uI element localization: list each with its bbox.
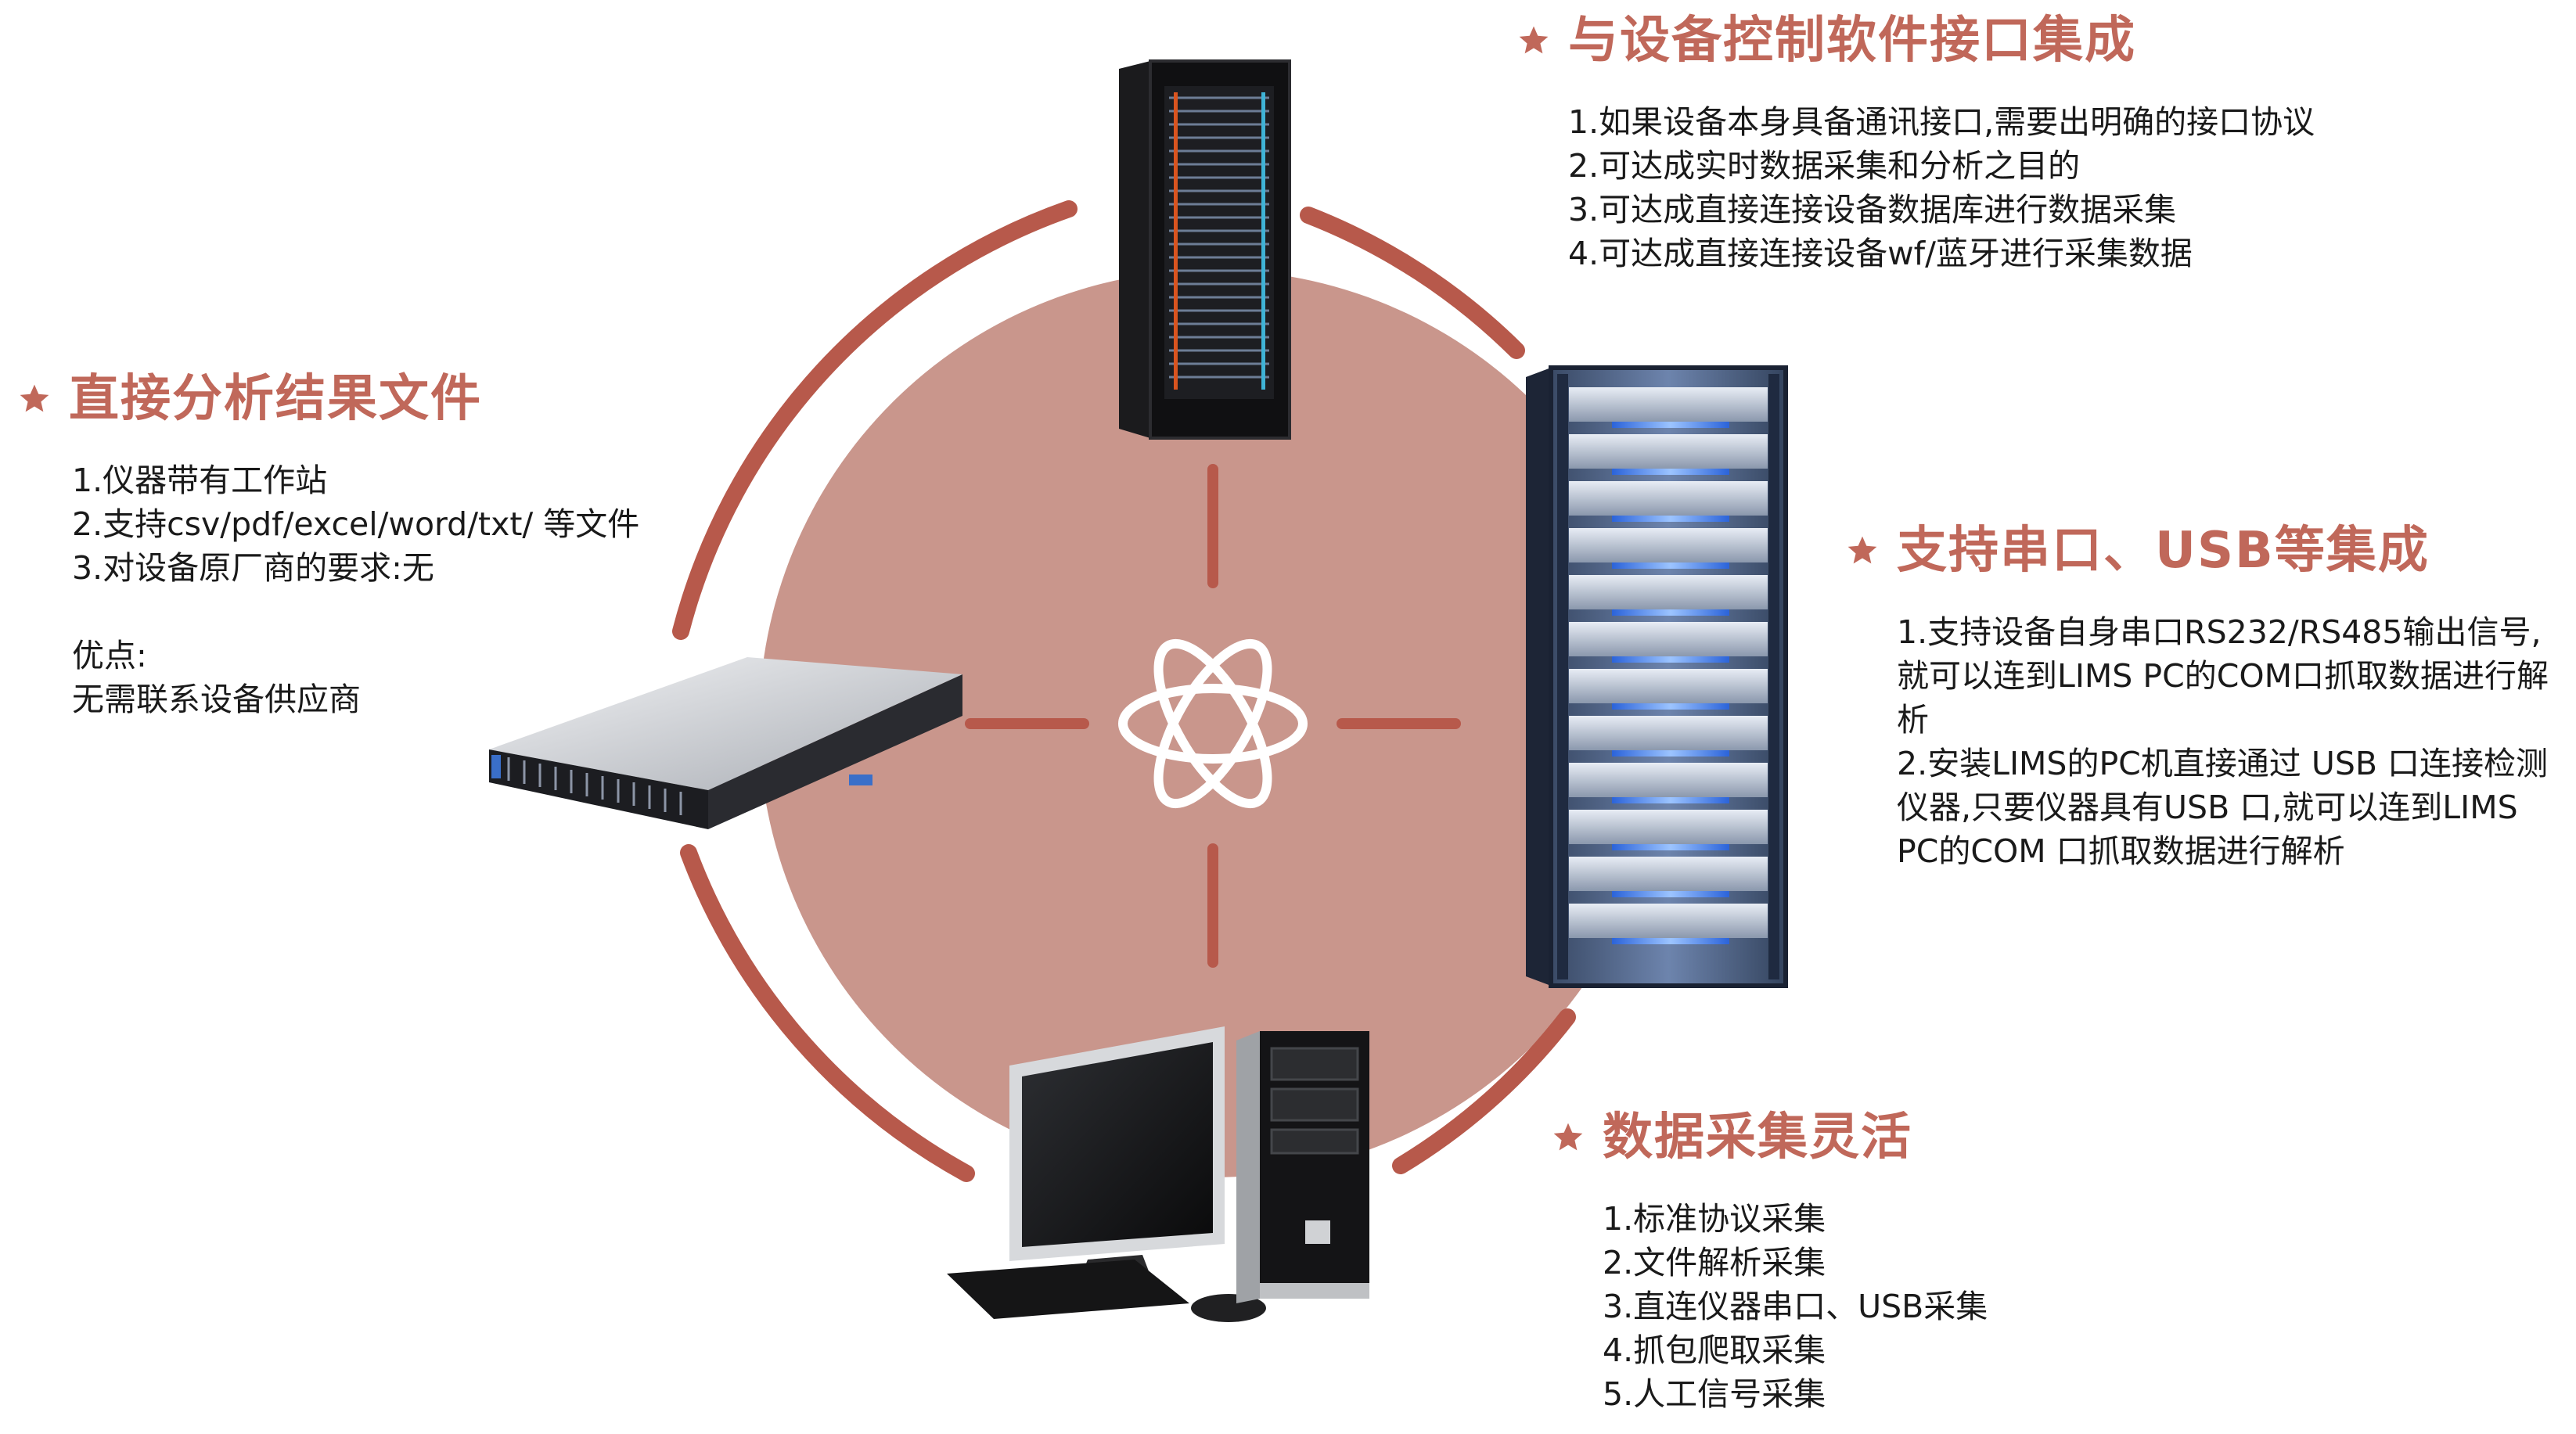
section-list: 1.如果设备本身具备通讯接口,需要出明确的接口协议 2.可达成实时数据采集和分析… [1568, 100, 2557, 275]
section-flexible-data-collection: 数据采集灵活 1.标准协议采集 2.文件解析采集 3.直连仪器串口、USB采集 … [1551, 1112, 2333, 1416]
tower-drive-bays [1164, 86, 1274, 399]
list-item: 3.可达成直接连接设备数据库进行数据采集 [1568, 191, 2177, 228]
section-title: 直接分析结果文件 [69, 370, 482, 428]
list-item: 2.可达成实时数据采集和分析之目的 [1568, 147, 2081, 185]
section-title: 数据采集灵活 [1603, 1109, 1912, 1166]
outer-ring [672, 200, 1576, 1182]
section-heading: 支持串口、USB等集成 [1845, 526, 2565, 576]
rack-server-image [489, 657, 962, 829]
star-icon [1519, 26, 1549, 54]
section-device-control-integration: 与设备控制软件接口集成 1.如果设备本身具备通讯接口,需要出明确的接口协议 2.… [1516, 16, 2557, 275]
advantage-label: 优点: [72, 637, 147, 674]
rack-units [1569, 387, 1768, 944]
section-heading: 数据采集灵活 [1551, 1112, 2333, 1163]
tower-server-image [1119, 59, 1291, 440]
list-item: 1.如果设备本身具备通讯接口,需要出明确的接口协议 [1568, 103, 2315, 141]
center-disc [759, 270, 1667, 1177]
section-title: 支持串口、USB等集成 [1897, 522, 2430, 580]
list-item: 3.直连仪器串口、USB采集 [1603, 1288, 1988, 1325]
list-item: 1.仪器带有工作站 [72, 462, 328, 499]
list-item: 1.支持设备自身串口RS232/RS485输出信号,就可以连到LIMS PC的C… [1897, 613, 2549, 739]
ring-arc-top-left [672, 200, 1078, 640]
star-icon [1847, 536, 1877, 564]
desktop-pc-image [947, 1026, 1369, 1322]
star-icon [1553, 1123, 1583, 1151]
list-item: 2.文件解析采集 [1603, 1244, 1826, 1281]
section-title: 与设备控制软件接口集成 [1568, 12, 2136, 70]
star-icon [20, 384, 49, 412]
section-serial-usb-integration: 支持串口、USB等集成 1.支持设备自身串口RS232/RS485输出信号,就可… [1845, 526, 2565, 873]
list-item: 2.支持csv/pdf/excel/word/txt/ 等文件 [72, 505, 640, 543]
section-heading: 直接分析结果文件 [17, 374, 721, 424]
ring-arc-bottom-right [1392, 1008, 1576, 1174]
section-list: 1.仪器带有工作站 2.支持csv/pdf/excel/word/txt/ 等文… [72, 458, 721, 721]
advantage-text: 无需联系设备供应商 [72, 681, 361, 718]
ring-arc-top-right [1300, 207, 1525, 359]
list-item: 5.人工信号采集 [1603, 1375, 1826, 1413]
section-list: 1.标准协议采集 2.文件解析采集 3.直连仪器串口、USB采集 4.抓包爬取采… [1603, 1197, 2333, 1416]
crosshair [965, 464, 1461, 968]
list-spacer [72, 590, 721, 634]
section-analyze-result-files: 直接分析结果文件 1.仪器带有工作站 2.支持csv/pdf/excel/wor… [17, 374, 721, 721]
rack-cabinet-image [1526, 365, 1788, 988]
section-heading: 与设备控制软件接口集成 [1516, 16, 2557, 66]
atom-icon [1118, 638, 1308, 809]
list-item: 3.对设备原厂商的要求:无 [72, 549, 434, 587]
list-item: 1.标准协议采集 [1603, 1200, 1826, 1238]
section-list: 1.支持设备自身串口RS232/RS485输出信号,就可以连到LIMS PC的C… [1897, 610, 2565, 873]
list-item: 4.可达成直接连接设备wf/蓝牙进行采集数据 [1568, 235, 2193, 272]
list-item: 4.抓包爬取采集 [1603, 1332, 1826, 1369]
ring-arc-bottom-left [680, 844, 975, 1182]
list-item: 2.安装LIMS的PC机直接通过 USB 口连接检测仪器,只要仪器具有USB 口… [1897, 745, 2549, 870]
